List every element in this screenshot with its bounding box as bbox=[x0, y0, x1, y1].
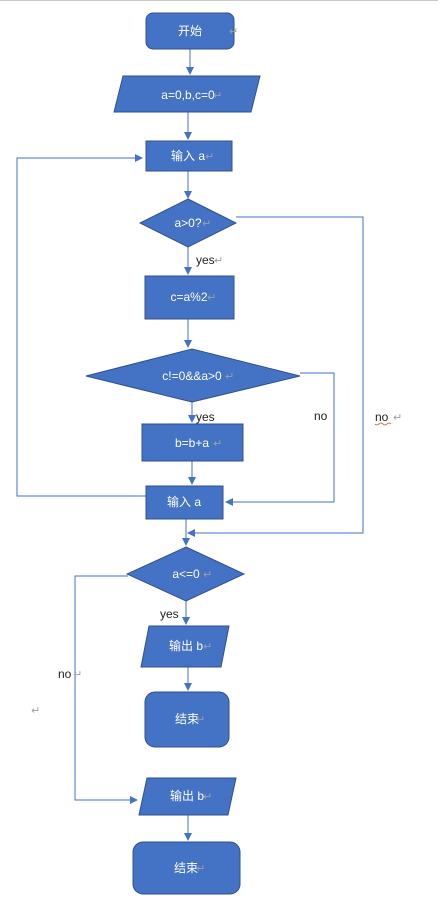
spellcheck-underline bbox=[374, 422, 392, 426]
node-decision-2: c!=0&&a>0 bbox=[85, 348, 301, 403]
edge-cond1-no bbox=[187, 216, 364, 537]
edge-label-no-2: no bbox=[375, 410, 389, 424]
page-top-border bbox=[0, 0, 438, 1]
node-decision-1: a>0? bbox=[138, 198, 238, 248]
node-end-2: 结束 bbox=[132, 841, 241, 895]
paragraph-mark: ↵ bbox=[203, 790, 212, 803]
paragraph-mark: ↵ bbox=[31, 704, 40, 717]
node-input-2: 输入 a bbox=[145, 485, 224, 520]
node-decision-3-label: a<=0 bbox=[172, 567, 200, 581]
node-decision-1-label: a>0? bbox=[174, 216, 201, 230]
node-end-1-label: 结束 bbox=[175, 712, 199, 726]
node-output-2: 输出 b bbox=[138, 777, 237, 816]
edge-cond3-no bbox=[74, 575, 138, 804]
node-decision-2-label: c!=0&&a>0 bbox=[162, 369, 222, 383]
paragraph-mark: ↵ bbox=[393, 411, 402, 424]
paragraph-mark: ↵ bbox=[207, 291, 216, 304]
paragraph-mark: ↵ bbox=[205, 150, 214, 163]
node-mod-label: c=a%2 bbox=[170, 290, 207, 304]
paragraph-mark: ↵ bbox=[213, 437, 222, 450]
connectors bbox=[16, 49, 364, 841]
edge-label-yes-3: yes bbox=[160, 607, 179, 621]
edge-label-no-3: no bbox=[58, 667, 72, 681]
paragraph-mark: ↵ bbox=[196, 713, 205, 726]
paragraph-mark: ↵ bbox=[213, 89, 222, 102]
node-input-2-label: 输入 a bbox=[167, 494, 201, 509]
node-output-2-label: 输出 b bbox=[170, 788, 204, 803]
paragraph-mark: ↵ bbox=[203, 640, 212, 653]
node-output-1-label: 输出 b bbox=[169, 638, 203, 653]
node-input-1-label: 输入 a bbox=[171, 148, 205, 163]
edge-label-yes-1: yes bbox=[196, 253, 215, 267]
node-end-2-label: 结束 bbox=[174, 861, 198, 875]
node-input-1: 输入 a bbox=[145, 140, 233, 172]
paragraph-mark: ↵ bbox=[73, 668, 82, 681]
edge-cond2-no bbox=[225, 372, 335, 506]
edge-label-yes-2: yes bbox=[196, 410, 215, 424]
paragraph-mark: ↵ bbox=[203, 568, 212, 581]
node-start-label: 开始 bbox=[178, 24, 202, 38]
node-sum-label: b=b+a bbox=[175, 436, 209, 450]
paragraph-mark: ↵ bbox=[225, 370, 234, 383]
node-init: a=0,b,c=0 bbox=[113, 75, 261, 113]
node-output-1: 输出 b bbox=[140, 625, 230, 668]
paragraph-mark: ↵ bbox=[202, 217, 211, 230]
edge-loop-back bbox=[16, 154, 146, 497]
node-end-1: 结束 bbox=[144, 691, 230, 748]
node-decision-3: a<=0 bbox=[125, 546, 246, 602]
node-sum: b=b+a bbox=[141, 423, 244, 462]
node-init-label: a=0,b,c=0 bbox=[161, 88, 215, 102]
paragraph-mark: ↵ bbox=[196, 862, 205, 875]
edge-label-no-1: no bbox=[314, 409, 328, 423]
paragraph-marks: ↵ ↵ ↵ ↵ ↵ ↵ ↵ ↵ ↵ ↵ ↵ ↵ ↵ ↵ ↵ ↵ bbox=[31, 25, 402, 875]
paragraph-mark: ↵ bbox=[229, 25, 238, 38]
node-mod: c=a%2 bbox=[144, 275, 235, 320]
node-start: 开始 bbox=[145, 12, 235, 50]
paragraph-mark: ↵ bbox=[214, 254, 223, 267]
